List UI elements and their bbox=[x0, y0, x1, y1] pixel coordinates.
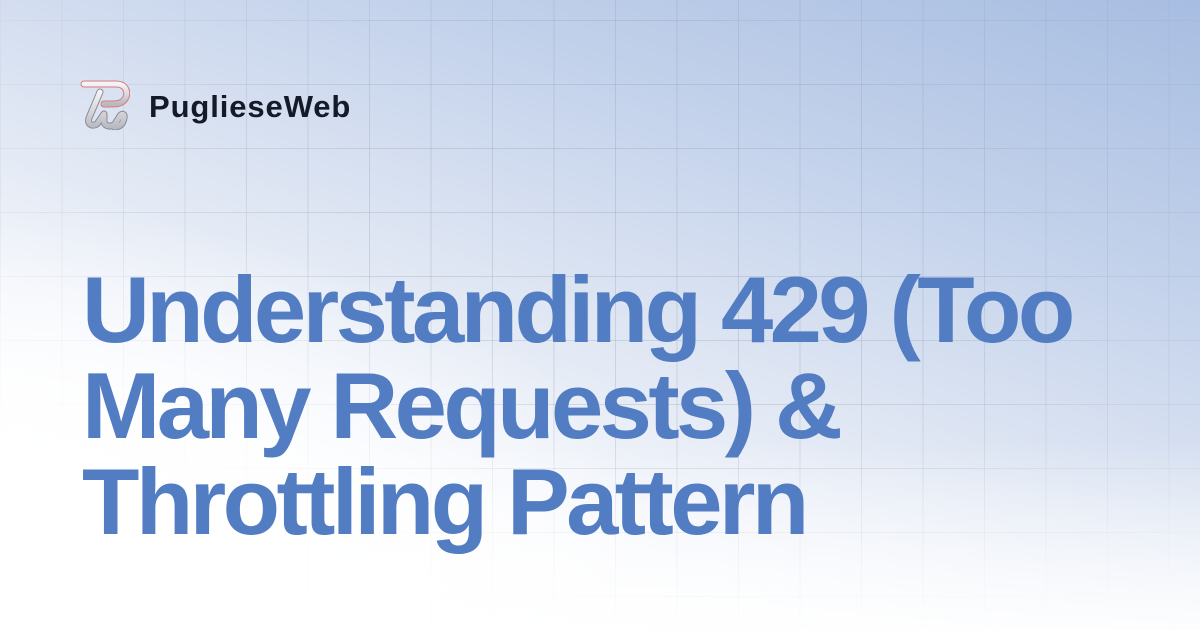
pw-monogram-logo-icon bbox=[80, 80, 130, 130]
brand-name: PuglieseWeb bbox=[149, 88, 352, 124]
brand-header: PuglieseWeb bbox=[80, 80, 351, 130]
title-line-2: Many Requests) & bbox=[82, 353, 843, 458]
title-line-1: Understanding 429 (Too bbox=[82, 257, 1075, 362]
page-title: Understanding 429 (Too Many Requests) & … bbox=[82, 257, 1075, 554]
title-line-3: Throttling Pattern bbox=[82, 449, 809, 554]
